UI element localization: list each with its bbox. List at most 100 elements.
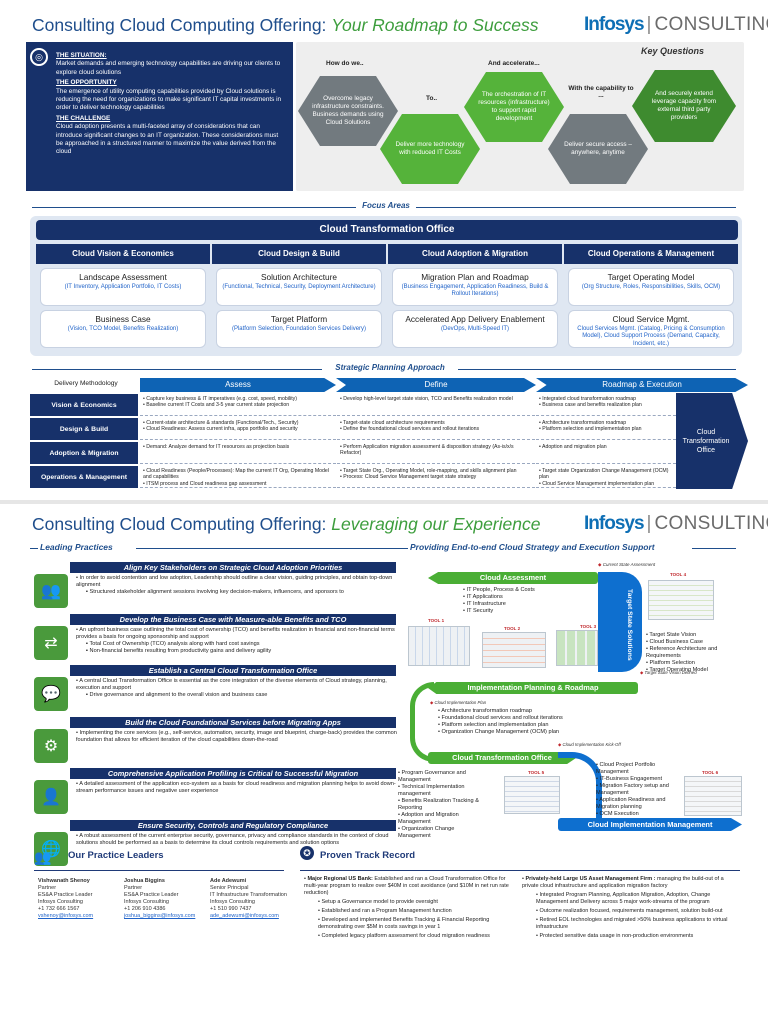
- q1-label: How do we..: [326, 60, 364, 67]
- cell-bullet: ITSM process and Cloud readiness gap ass…: [143, 481, 333, 487]
- focus-card: Migration Plan and Roadmap(Business Enga…: [392, 268, 558, 306]
- q2-hex: Deliver more technology with reduced IT …: [380, 114, 480, 184]
- providing-rule-b: [692, 548, 736, 549]
- ts-item: Target Operating Model: [646, 667, 738, 674]
- focus-card: Landscape Assessment(IT Inventory, Appli…: [40, 268, 206, 306]
- target-icon: ◎: [30, 48, 48, 66]
- ts-item: Platform Selection: [646, 660, 738, 667]
- opportunity-heading: THE OPPORTUNITY: [56, 79, 117, 87]
- cell-bullet: Define the foundational cloud services a…: [340, 426, 532, 432]
- practice-icon: ⚙: [34, 729, 68, 763]
- track-right-headline: • Privately-held Large US Asset Manageme…: [522, 876, 724, 889]
- impl-plan-marker: ◆ Cloud Implementation Plan: [430, 700, 487, 705]
- opportunity-text: The emergence of utility computing capab…: [56, 87, 282, 112]
- leader-email[interactable]: ade_adewumi@infosys.com: [210, 913, 279, 919]
- q3-hex: The orchestration of IT resources (infra…: [464, 72, 564, 142]
- q2-label: To..: [426, 95, 438, 102]
- tool5-label: TOOL 5: [528, 770, 545, 775]
- practice-bullet: In order to avoid contention and low ado…: [76, 575, 398, 589]
- tool2-label: TOOL 2: [504, 626, 521, 631]
- cto-flow-item: Organization Change Management: [398, 826, 480, 840]
- page-separator: [0, 500, 768, 504]
- leader-l3: Infosys Consulting: [210, 899, 255, 905]
- loop-connector-left: [410, 682, 434, 762]
- impl-item: Application Readiness and Migration plan…: [596, 797, 676, 811]
- cto-flow-list: Program Governance and Management Techni…: [398, 770, 480, 840]
- cell-bullet: Integrated cloud transformation roadmap: [539, 396, 673, 402]
- practice-icon: ⇄: [34, 626, 68, 660]
- q5-hex: And securely extend leverage capacity fr…: [632, 70, 736, 142]
- delivery-methodology-label: Delivery Methodology: [54, 380, 118, 387]
- tool3-thumbnail: [556, 630, 598, 666]
- practice-bullet: Implementing the core services (e.g., se…: [76, 730, 398, 744]
- cell-bullet: Target state Organization Change Managem…: [539, 468, 673, 481]
- cell-bullet: Platform selection and implementation pl…: [539, 426, 673, 432]
- column-head: Cloud Vision & Economics: [36, 244, 210, 264]
- cell-bullet: Process: Cloud Service Management target…: [340, 474, 532, 480]
- column-head: Cloud Adoption & Migration: [388, 244, 562, 264]
- practice-body: Implementing the core services (e.g., se…: [76, 730, 398, 744]
- strategic-rule-right: [458, 369, 736, 370]
- track-item: • Setup a Governance model to provide ov…: [318, 899, 438, 905]
- impl-plan-list: Architecture transformation roadmap Foun…: [438, 708, 563, 736]
- cell-bullet: Architecture transformation roadmap: [539, 420, 673, 426]
- cell-bullet: Cloud Service Management implementation …: [539, 481, 673, 487]
- focus-card-subtitle: (DevOps, Multi-Speed IT): [440, 326, 510, 332]
- track-item: • Integrated Program Planning, Applicati…: [536, 892, 711, 905]
- practice-icon: 👥: [34, 574, 68, 608]
- practice-icon: 🌐: [34, 832, 68, 866]
- ts-item: Cloud Business Case: [646, 639, 738, 646]
- strategic-heading: Strategic Planning Approach: [335, 363, 445, 372]
- leader-name: Joshua Biggins: [124, 878, 165, 884]
- leader-l2: IT Infrastructure Transformation: [210, 892, 287, 898]
- cell-bullet: Perform Application migration assessment…: [340, 444, 532, 457]
- kickoff-label: Cloud Implementation Kick-Off: [562, 742, 621, 747]
- row-cell-road: Architecture transformation roadmapPlatf…: [536, 418, 676, 440]
- row-cell-define: Perform Application migration assessment…: [337, 442, 535, 464]
- leading-practices-heading: Leading Practices: [40, 542, 113, 552]
- leader-l4: +1 510 990 7437: [210, 906, 252, 912]
- cell-bullet: Cloud Readiness: Assess current infra, a…: [143, 426, 333, 432]
- focus-card-subtitle: (Org Structure, Roles, Responsibilities,…: [581, 284, 721, 290]
- leader-l1: Partner: [124, 885, 143, 891]
- impl-mgmt-list: Cloud Project Portfolio Management IT-Bu…: [596, 762, 676, 818]
- leading-rule-b: [136, 548, 396, 549]
- target-state-solutions-label: Target State Solutions: [626, 589, 633, 661]
- practice-subbullet: Structured stakeholder alignment session…: [76, 589, 398, 596]
- cto-flow-bar: Cloud Transformation Office: [428, 752, 576, 764]
- focus-card: Target Platform(Platform Selection, Foun…: [216, 310, 382, 348]
- target-defined-label: Target State Vision Defined: [644, 670, 697, 675]
- q1-hex: Overcome legacy infrastructure constrain…: [298, 76, 398, 146]
- leaders-title: Our Practice Leaders: [68, 850, 164, 861]
- ca-item: IT Applications: [463, 594, 535, 601]
- cell-bullet: Current-state architecture & standards (…: [143, 420, 333, 426]
- practice-body: A central Cloud Transformation Office is…: [76, 678, 398, 699]
- current-state-marker: ◆ Current State Assessment: [598, 562, 656, 567]
- key-questions-panel: Key Questions How do we.. Overcome legac…: [296, 42, 744, 191]
- cell-bullet: Business case and benefits realization p…: [539, 402, 673, 408]
- phase-roadmap: Roadmap & Execution: [536, 378, 748, 392]
- tool1-thumbnail: [408, 626, 470, 666]
- practice-body: An upfront business case outlining the t…: [76, 627, 398, 655]
- focus-rule-left: [32, 207, 356, 208]
- target-defined-marker: ◆ Target State Vision Defined: [640, 670, 697, 675]
- leader-email[interactable]: vshenoy@infosys.com: [38, 913, 94, 919]
- track-item: • Developed and implemented Benefits Tra…: [318, 917, 490, 930]
- leader-l2: ES&A Practice Leader: [38, 892, 93, 898]
- practice-title: Align Key Stakeholders on Strategic Clou…: [70, 562, 396, 573]
- track-left-lead: Major Regional US Bank:: [307, 876, 373, 882]
- row-cell-road: Integrated cloud transformation roadmapB…: [536, 394, 676, 416]
- providing-heading: Providing End-to-end Cloud Strategy and …: [410, 542, 655, 552]
- focus-card: Business Case(Vision, TCO Model, Benefit…: [40, 310, 206, 348]
- practice-title: Establish a Central Cloud Transformation…: [70, 665, 396, 676]
- target-state-list: Target State Vision Cloud Business Case …: [646, 632, 738, 674]
- track-item: • Retired EOL technologies and migrated …: [536, 917, 728, 930]
- column-head: Cloud Design & Build: [212, 244, 386, 264]
- track-item: • Established and ran a Program Manageme…: [318, 908, 452, 914]
- leader-l2: ES&A Practice Leader: [124, 892, 179, 898]
- practice-title: Ensure Security, Controls and Regulatory…: [70, 820, 396, 831]
- providing-rule-a: [396, 548, 408, 549]
- leader-email[interactable]: joshua_biggins@infosys.com: [124, 913, 196, 919]
- row-label: Design & Build: [30, 418, 138, 440]
